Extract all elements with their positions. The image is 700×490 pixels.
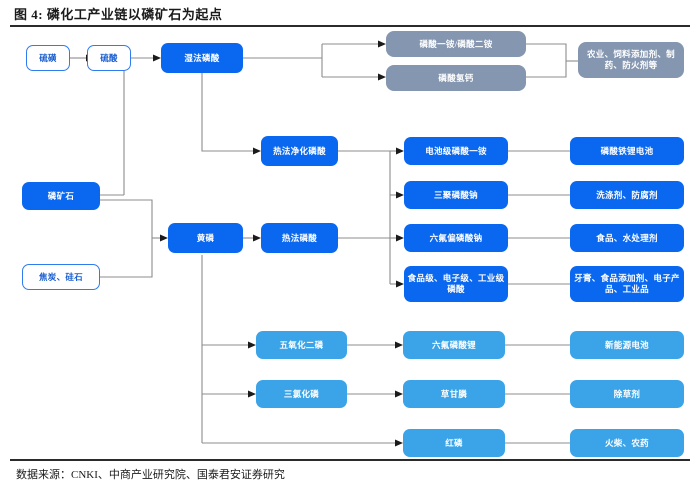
node-red-phosphorus[interactable]: 红磷 (403, 429, 505, 457)
node-thermal-purified-acid[interactable]: 热法净化磷酸 (261, 136, 338, 166)
node-map-dap[interactable]: 磷酸一铵/磷酸二铵 (386, 31, 526, 57)
node-sodium-tripolyphosphate[interactable]: 三聚磷酸钠 (404, 181, 508, 209)
node-dicalcium-phosphate[interactable]: 磷酸氢钙 (386, 65, 526, 91)
node-lithium-hexafluorophosphate[interactable]: 六氟磷酸锂 (403, 331, 505, 359)
node-coke-silica[interactable]: 焦炭、硅石 (22, 264, 100, 290)
node-toothpaste-additives[interactable]: 牙膏、食品添加剂、电子产品、工业品 (570, 266, 684, 302)
node-glyphosate[interactable]: 草甘膦 (403, 380, 505, 408)
node-grade-phosphoric-acid[interactable]: 食品级、电子级、工业级磷酸 (404, 266, 508, 302)
data-source-note: 数据来源：CNKI、中商产业研究院、国泰君安证券研究 (16, 469, 285, 481)
node-phosphorus-trichloride[interactable]: 三氯化磷 (256, 380, 347, 408)
node-sulfur[interactable]: 硫磺 (26, 45, 70, 71)
node-sodium-hexametaphosphate[interactable]: 六氟偏磷酸钠 (404, 224, 508, 252)
node-phosphate-rock[interactable]: 磷矿石 (22, 182, 100, 210)
node-agriculture-applications[interactable]: 农业、饲料添加剂、制药、防火剂等 (578, 42, 684, 78)
node-detergent-preservative[interactable]: 洗涤剂、防腐剂 (570, 181, 684, 209)
node-lfp-battery[interactable]: 磷酸铁锂电池 (570, 137, 684, 165)
node-sulfuric-acid[interactable]: 硫酸 (87, 45, 131, 71)
node-new-energy-battery[interactable]: 新能源电池 (570, 331, 684, 359)
node-battery-grade-map[interactable]: 电池级磷酸一铵 (404, 137, 508, 165)
node-phosphorus-pentoxide[interactable]: 五氧化二磷 (256, 331, 347, 359)
node-herbicide[interactable]: 除草剂 (570, 380, 684, 408)
node-yellow-phosphorus[interactable]: 黄磷 (168, 223, 243, 253)
node-thermal-phosphoric-acid[interactable]: 热法磷酸 (261, 223, 338, 253)
node-food-water-treatment[interactable]: 食品、水处理剂 (570, 224, 684, 252)
node-wet-phosphoric-acid[interactable]: 湿法磷酸 (161, 43, 243, 73)
footer-divider (10, 459, 690, 461)
title-divider (10, 25, 690, 27)
page-title: 图 4: 磷化工产业链以磷矿石为起点 (14, 7, 223, 22)
node-match-pesticide[interactable]: 火柴、农药 (570, 429, 684, 457)
